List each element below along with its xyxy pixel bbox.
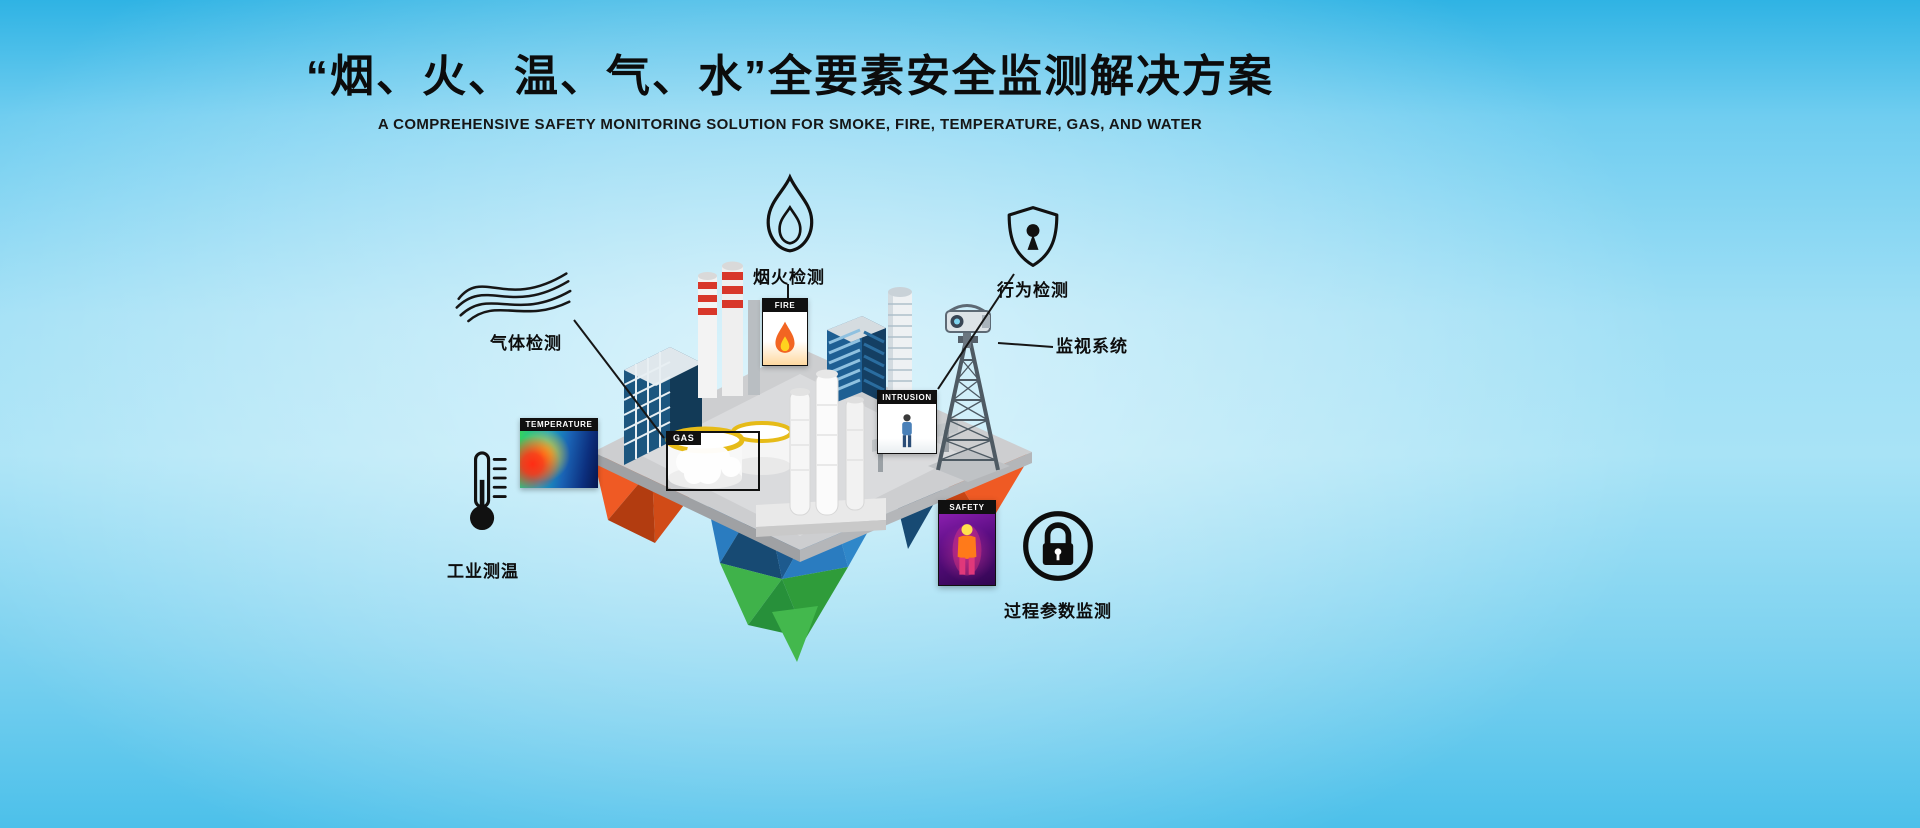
surveillance-camera-icon <box>945 304 991 348</box>
lattice-tower <box>928 336 1010 482</box>
gas-detection-frame <box>668 433 758 489</box>
temperature-thermal-image <box>520 431 598 488</box>
fire-detection-image <box>763 312 807 365</box>
gas-detection-tile: GAS <box>666 431 760 491</box>
callout-process-params-label: 过程参数监测 <box>1004 602 1112 621</box>
callout-gas-label: 气体检测 <box>490 334 562 353</box>
callout-smoke-fire: 烟火检测 <box>744 172 834 286</box>
banner-header: “烟、火、温、气、水”全要素安全监测解决方案 A COMPREHENSIVE S… <box>0 52 1580 133</box>
callout-process-params: 过程参数监测 <box>1000 508 1116 620</box>
temperature-tile-label: TEMPERATURE <box>520 418 598 431</box>
callout-industrial-temp-label: 工业测温 <box>447 562 519 581</box>
callout-surveillance-label: 监视系统 <box>1056 337 1128 356</box>
safety-tile-label: SAFETY <box>939 501 995 514</box>
shield-keyhole-icon <box>1007 206 1059 267</box>
page-subtitle: A COMPREHENSIVE SAFETY MONITORING SOLUTI… <box>377 115 1203 133</box>
intrusion-detection-image <box>878 404 936 453</box>
callout-smoke-fire-label: 烟火检测 <box>753 268 825 287</box>
safety-thermal-tile: SAFETY <box>938 500 996 586</box>
intrusion-tile-label: INTRUSION <box>878 391 936 404</box>
callout-gas: 气体检测 <box>452 260 584 352</box>
callout-industrial-temp: 工业测温 <box>438 448 528 580</box>
striped-chimneys <box>698 261 760 398</box>
gas-waves-icon <box>455 272 572 323</box>
intrusion-detection-tile: INTRUSION <box>877 390 937 454</box>
tall-column <box>888 287 912 400</box>
flame-icon <box>766 173 814 253</box>
thermal-person-icon <box>952 523 982 575</box>
connector-lines <box>573 273 1054 439</box>
callout-behavior: 行为检测 <box>993 204 1073 299</box>
fire-detection-tile: FIRE <box>762 298 808 366</box>
distillation-columns <box>756 369 886 537</box>
temperature-thermal-tile: TEMPERATURE <box>520 418 598 488</box>
lock-icon <box>1023 511 1093 581</box>
thermometer-icon <box>470 451 507 530</box>
page-title: “烟、火、温、气、水”全要素安全监测解决方案 <box>306 52 1274 101</box>
worker-figure-icon <box>902 414 912 448</box>
fire-flame-icon <box>775 321 795 353</box>
callout-behavior-label: 行为检测 <box>997 281 1069 300</box>
gas-tile-label: GAS <box>666 431 702 445</box>
safety-thermal-image <box>939 514 995 585</box>
fire-tile-label: FIRE <box>763 299 807 312</box>
